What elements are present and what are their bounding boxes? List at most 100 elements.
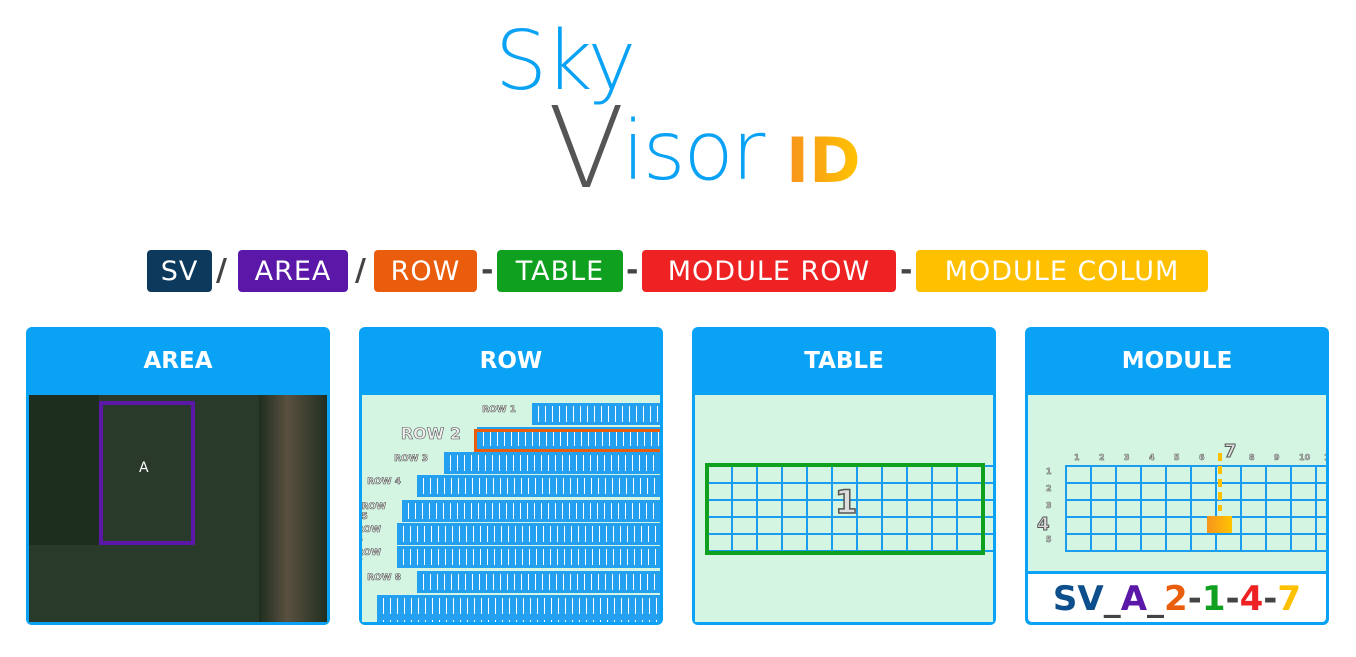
module-cell (1167, 535, 1192, 552)
badge-module-colum: MODULE COLUM (916, 250, 1208, 292)
module-cell (1267, 518, 1292, 535)
table-module-cell (858, 518, 883, 535)
separator: - (481, 253, 494, 288)
table-module-cell (758, 467, 783, 484)
module-cell (1242, 501, 1267, 518)
table-outline (705, 463, 985, 555)
column-number: 9 (1274, 453, 1280, 463)
forest-region (259, 395, 327, 622)
module-cell (1167, 501, 1192, 518)
table-module-cell (883, 467, 908, 484)
module-id-code: SV_A_2-1-4-7 (1028, 574, 1326, 622)
module-cell (1167, 518, 1192, 535)
module-cell (1142, 501, 1167, 518)
row-number: 4 (1037, 514, 1050, 536)
column-number: 3 (1124, 453, 1130, 463)
table-module-cell (733, 501, 758, 518)
column-number: 5 (1174, 453, 1180, 463)
badge-row: ROW (374, 250, 477, 292)
forest-region (29, 395, 99, 545)
card-area: AREA A (26, 327, 330, 625)
badge-module-row: MODULE ROW (642, 250, 896, 292)
table-module-cell (708, 518, 733, 535)
table-module-cell (783, 484, 808, 501)
module-cell (1192, 501, 1217, 518)
column-number: 2 (1099, 453, 1105, 463)
table-module-cell (983, 518, 993, 535)
separator: - (626, 253, 639, 288)
module-cell (1267, 535, 1292, 552)
table-module-cell (708, 501, 733, 518)
module-cell (1092, 467, 1117, 484)
table-module-cell (808, 518, 833, 535)
row-label: ROW 5 (362, 502, 386, 523)
id-part: 7 (1277, 579, 1302, 619)
module-cell (1067, 501, 1092, 518)
table-module-cell (783, 518, 808, 535)
column-number: 11 (1324, 453, 1326, 463)
table-module-cell (983, 535, 993, 552)
table-module-cell (908, 467, 933, 484)
table-module-cell (733, 467, 758, 484)
row-label: ROW 1 (482, 405, 517, 416)
badge-sv: SV (147, 250, 212, 292)
row-2-outline (474, 429, 660, 452)
table-module-cell (783, 501, 808, 518)
logo-id: ID (786, 124, 861, 197)
table-module-cell (758, 484, 783, 501)
row-bar (377, 595, 660, 617)
table-diagram: 1 (695, 395, 993, 622)
table-module-cell (858, 501, 883, 518)
module-cell (1242, 535, 1267, 552)
table-module-cell (883, 484, 908, 501)
table-module-cell (708, 484, 733, 501)
card-table: TABLE 1 (692, 327, 996, 625)
id-part: - (1263, 579, 1278, 619)
module-cell (1267, 467, 1292, 484)
row-bar (417, 571, 660, 593)
module-cell (1117, 518, 1142, 535)
module-diagram: 123456789101112345 (1028, 395, 1326, 571)
table-module-cell (883, 501, 908, 518)
row-number: 5 (1046, 535, 1052, 545)
module-cell (1192, 535, 1217, 552)
module-cell (1292, 484, 1317, 501)
table-module-cell (908, 518, 933, 535)
module-cell (1092, 484, 1117, 501)
table-module-cell (708, 467, 733, 484)
row-number: 1 (1046, 467, 1052, 477)
module-cell (1117, 484, 1142, 501)
module-cell (1292, 535, 1317, 552)
table-module-cell (858, 467, 883, 484)
table-module-cell (983, 467, 993, 484)
module-cell (1067, 535, 1092, 552)
module-cell (1142, 467, 1167, 484)
table-module-cell (933, 501, 958, 518)
table-module-cell (908, 484, 933, 501)
logo-isor: isor (622, 104, 765, 199)
table-module-cell (733, 518, 758, 535)
selected-module (1207, 516, 1232, 533)
id-part: A (1120, 579, 1148, 619)
module-cell (1292, 467, 1317, 484)
module-cell (1267, 484, 1292, 501)
table-module-cell (983, 501, 993, 518)
module-cell (1067, 467, 1092, 484)
module-cell (1217, 518, 1242, 535)
column-number: 7 (1224, 441, 1237, 463)
row-bar (417, 475, 660, 497)
table-module-cell (808, 501, 833, 518)
table-module-cell (833, 518, 858, 535)
module-cell (1242, 484, 1267, 501)
module-grid (1065, 465, 1326, 552)
table-module-cell (933, 518, 958, 535)
row-number: 3 (1046, 501, 1052, 511)
module-cell (1117, 467, 1142, 484)
table-module-cell (933, 484, 958, 501)
area-satellite-image: A (29, 395, 327, 622)
id-part: 4 (1239, 579, 1264, 619)
row-label: ROW 6 (362, 525, 381, 546)
module-cell (1067, 518, 1092, 535)
